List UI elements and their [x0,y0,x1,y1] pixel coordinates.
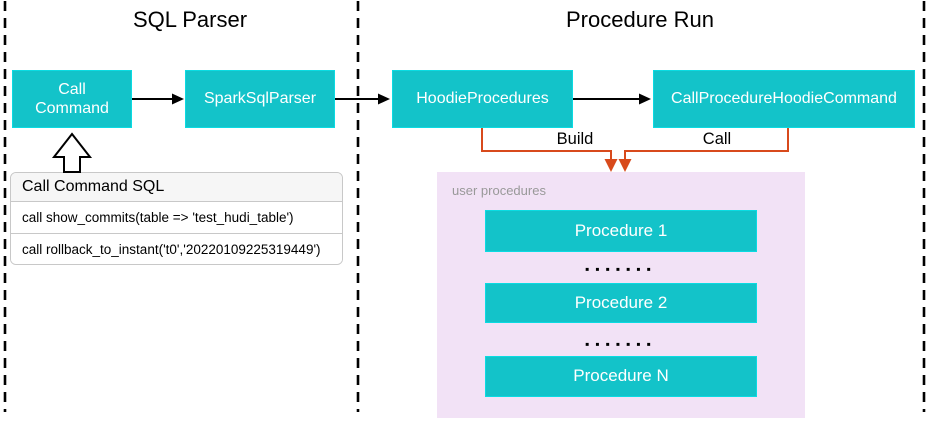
ellipsis-dots: ▪▪▪▪▪▪▪ [585,337,657,351]
node-procedure-n: Procedure N [485,356,757,397]
node-spark-sql-parser: SparkSqlParser [185,70,335,128]
node-procedure-1: Procedure 1 [485,210,757,252]
arrow-hoodieprocedures-to-callprocedurehoodiecommand [573,93,651,105]
build-edge-label: Build [556,130,594,148]
node-call-procedure-hoodie-command: CallProcedureHoodieCommand [653,70,915,128]
ellipsis-dots: ▪▪▪▪▪▪▪ [585,262,657,276]
hollow-up-arrow [51,132,93,173]
user-procedures-label: user procedures [452,183,546,198]
arrow-callcommand-to-sparksqlparser [132,93,184,105]
node-procedure-2: Procedure 2 [485,283,757,323]
call-edge-label: Call [702,130,732,148]
node-call-command: Call Command [12,70,132,128]
call-command-sql-panel: Call Command SQL call show_commits(table… [10,172,343,265]
sql-example-row: call show_commits(table => 'test_hudi_ta… [11,202,342,233]
node-hoodie-procedures: HoodieProcedures [392,70,573,128]
sql-example-row: call rollback_to_instant('t0','202201092… [11,233,342,264]
sql-panel-header: Call Command SQL [11,173,342,202]
procedure-run-title: Procedure Run [566,7,714,32]
sql-parser-title: SQL Parser [132,7,248,32]
arrow-sparksqlparser-to-hoodieprocedures [335,93,390,105]
